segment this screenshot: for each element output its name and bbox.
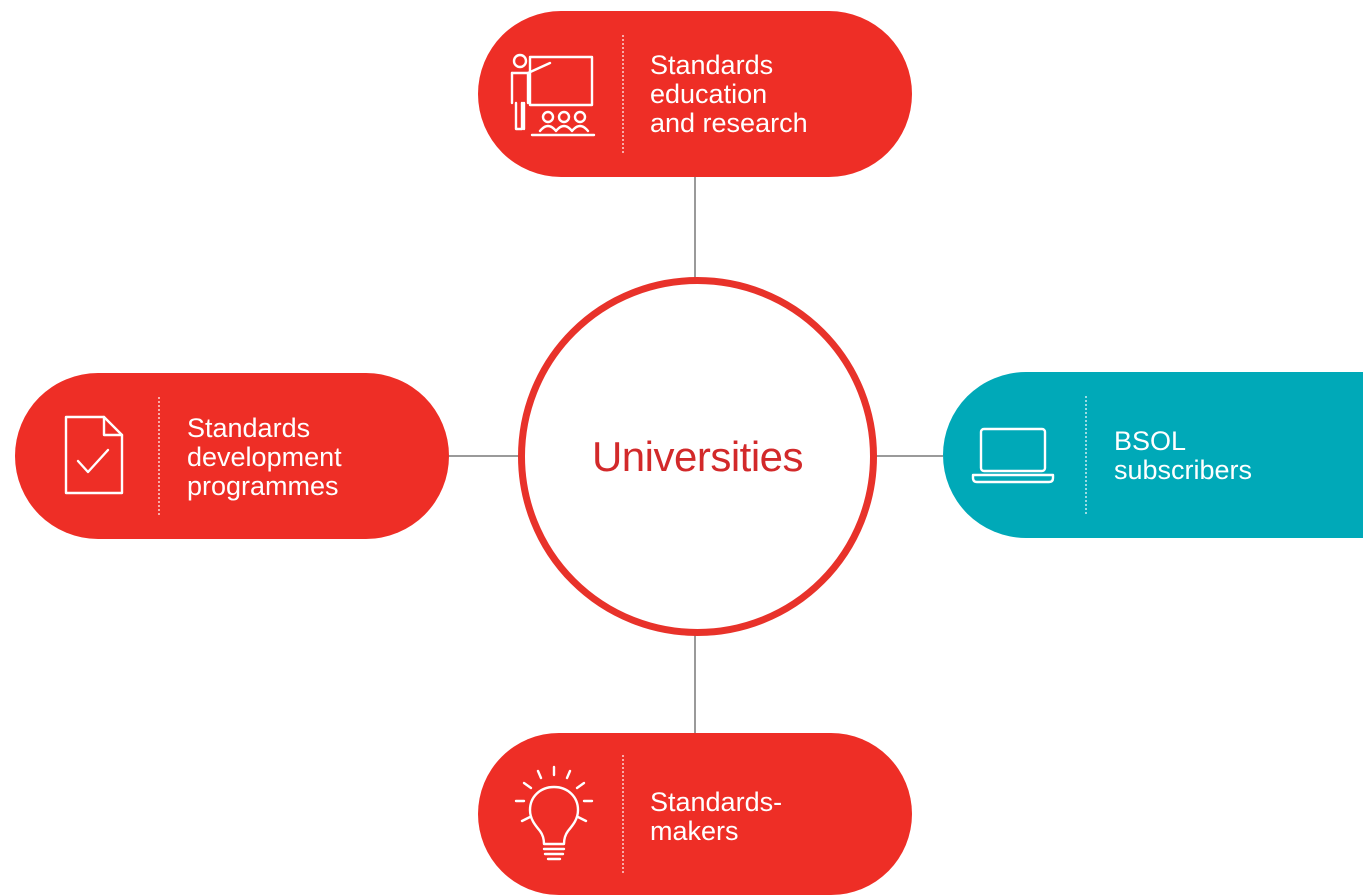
node-bsol-subscribers: BSOL subscribers bbox=[943, 372, 1363, 538]
hub-label: Universities bbox=[591, 432, 804, 480]
document-check-icon bbox=[43, 406, 143, 506]
node-label-right: BSOL subscribers bbox=[1114, 426, 1253, 485]
node-divider bbox=[1085, 396, 1087, 514]
presentation-icon bbox=[504, 44, 604, 144]
lightbulb-icon bbox=[504, 763, 604, 863]
node-standards-makers: Standards- makers bbox=[478, 733, 912, 895]
connector-bottom bbox=[694, 634, 696, 736]
laptop-icon bbox=[963, 405, 1063, 505]
connector-right bbox=[875, 455, 943, 457]
node-label-bottom: Standards- makers bbox=[650, 787, 783, 846]
node-standards-development: Standards development programmes bbox=[15, 373, 449, 539]
node-label-left: Standards development programmes bbox=[187, 413, 342, 501]
node-divider bbox=[158, 397, 160, 515]
connector-top bbox=[694, 176, 696, 279]
node-label-top: Standards education and research bbox=[650, 50, 808, 138]
connector-left bbox=[448, 455, 520, 457]
node-divider bbox=[622, 755, 624, 873]
node-standards-education: Standards education and research bbox=[478, 11, 912, 177]
hub-circle: Universities bbox=[518, 277, 877, 636]
node-divider bbox=[622, 35, 624, 153]
